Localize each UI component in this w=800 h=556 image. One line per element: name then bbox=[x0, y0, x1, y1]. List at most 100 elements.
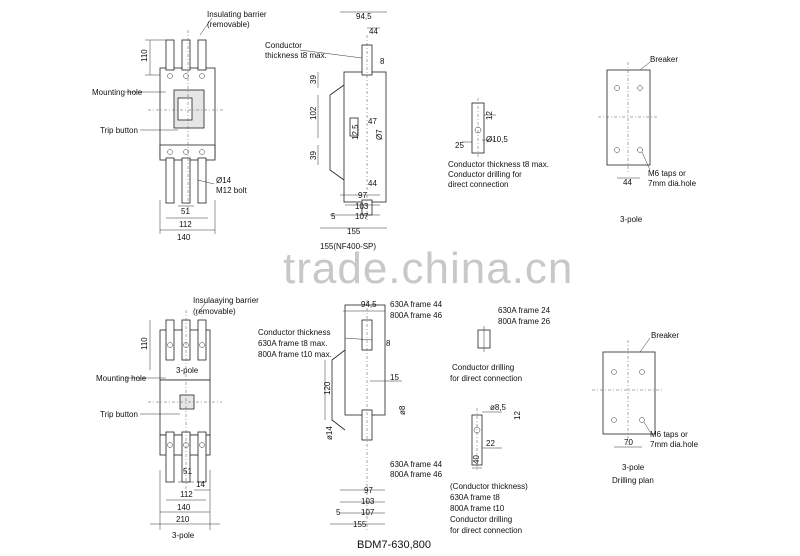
top-side-dim-44b: 44 bbox=[368, 179, 377, 188]
bottom-ct-head: (Conductor thickness) bbox=[450, 482, 528, 491]
bottom-m6-label: M6 taps or bbox=[650, 430, 688, 439]
top-side-dim-39a: 39 bbox=[309, 75, 318, 84]
top-side-dim-103: 103 bbox=[355, 202, 369, 211]
bottom-side-dim-107: 107 bbox=[361, 508, 375, 517]
bottom-terminal-630-24: 630A frame 24 bbox=[498, 306, 551, 315]
model-title: BDM7-630,800 bbox=[357, 539, 431, 551]
bottom-side-dim-155: 155 bbox=[353, 520, 367, 529]
bottom-trip-button-label: Trip button bbox=[100, 410, 138, 419]
top-side-dim-47: 47 bbox=[368, 117, 377, 126]
top-terminal-dim-12: 12 bbox=[485, 111, 494, 120]
top-terminal-dim-o10-5: Ø10,5 bbox=[486, 135, 508, 144]
bottom-side-dim-15: 15 bbox=[390, 373, 399, 382]
top-dim-m12: M12 bolt bbox=[216, 186, 247, 195]
bottom-conductor-thickness: Conductor thickness bbox=[258, 328, 330, 337]
top-m6-label: M6 taps or bbox=[648, 169, 686, 178]
bottom-terminal-ct-800: 800A frame t10 bbox=[450, 504, 505, 513]
bottom-side-dim-o8: ø8 bbox=[398, 405, 407, 415]
top-trip-button-label: Trip button bbox=[100, 126, 138, 135]
bottom-side-dim-5: 5 bbox=[336, 508, 341, 517]
bottom-hole-label: 7mm dia.hole bbox=[650, 440, 699, 449]
top-side-dim-5: 5 bbox=[331, 212, 336, 221]
top-drilling-plan bbox=[598, 61, 658, 179]
top-side-dim-8: 8 bbox=[380, 57, 385, 66]
top-side-caption: 155(NF400-SP) bbox=[320, 242, 376, 251]
top-side-dim-94-5: 94,5 bbox=[356, 12, 372, 21]
top-side-dim-102: 102 bbox=[309, 106, 318, 120]
top-side-dim-12-5: 12,5 bbox=[351, 124, 360, 140]
top-terminal-dim-25: 25 bbox=[455, 141, 464, 150]
bottom-terminal-drill-1: Conductor drilling bbox=[452, 363, 514, 372]
bottom-pole-label: 3-pole bbox=[622, 463, 645, 472]
top-side-dim-155: 155 bbox=[347, 227, 361, 236]
bottom-dim-210: 210 bbox=[176, 515, 190, 524]
top-hole-label: 7mm dia.hole bbox=[648, 179, 697, 188]
bottom-insulating-barrier-label: Insulaaying barrier bbox=[193, 296, 259, 305]
top-terminal-note-3: direct connection bbox=[448, 180, 508, 189]
bottom-pole-top-label: 3-pole bbox=[176, 366, 199, 375]
bottom-front-view bbox=[125, 301, 222, 530]
top-insulating-barrier-label: Insulating barrier bbox=[207, 10, 267, 19]
bottom-ct-800: 800A frame t10 max. bbox=[258, 350, 332, 359]
top-thickness-label: thickness t8 max. bbox=[265, 51, 327, 60]
top-front-view bbox=[125, 17, 225, 234]
bottom-ct-630: 630A frame t8 max. bbox=[258, 339, 327, 348]
bottom-removable-label: (removable) bbox=[193, 307, 236, 316]
top-side-dim-o7: Ø7 bbox=[375, 129, 384, 140]
bottom-drilling-plan bbox=[592, 337, 664, 448]
top-dim-o14: Ø14 bbox=[216, 176, 232, 185]
top-side-dim-107: 107 bbox=[355, 212, 369, 221]
bottom-dim-14: 14 bbox=[196, 480, 205, 489]
bottom-terminal-detail-lower bbox=[471, 408, 502, 470]
bottom-terminal-o8-5: ø8,5 bbox=[490, 403, 507, 412]
top-pole-label: 3-pole bbox=[620, 215, 643, 224]
top-side-view bbox=[299, 11, 387, 229]
top-terminal-note-2: Conductor drilling for bbox=[448, 170, 522, 179]
bottom-terminal-cd-2: for direct connection bbox=[450, 526, 522, 535]
top-dim-51: 51 bbox=[181, 207, 190, 216]
bottom-terminal-dim-22: 22 bbox=[486, 439, 495, 448]
bottom-dim-140: 140 bbox=[177, 503, 191, 512]
top-mounting-hole-label: Mounting hole bbox=[92, 88, 143, 97]
bottom-breaker-label: Breaker bbox=[651, 331, 679, 340]
bottom-terminal-dim-40: 40 bbox=[472, 455, 481, 464]
bottom-side-dim-94-5: 94,5 bbox=[361, 300, 377, 309]
bottom-mounting-hole-label: Mounting hole bbox=[96, 374, 147, 383]
bottom-side-630-44b: 630A frame 44 bbox=[390, 460, 443, 469]
bottom-pole-bottom-label: 3-pole bbox=[172, 531, 195, 540]
top-conductor-label: Conductor bbox=[265, 41, 302, 50]
bottom-side-800-46b: 800A frame 46 bbox=[390, 470, 443, 479]
top-side-dim-44: 44 bbox=[369, 27, 378, 36]
top-side-dim-39b: 39 bbox=[309, 151, 318, 160]
bottom-terminal-detail-upper bbox=[477, 326, 491, 352]
top-dim-112: 112 bbox=[179, 220, 192, 229]
bottom-terminal-dim-12: 12 bbox=[513, 411, 522, 420]
bottom-terminal-800-26: 800A frame 26 bbox=[498, 317, 551, 326]
top-removable-label: (removable) bbox=[207, 20, 250, 29]
bottom-drilling-plan-label: Drilling plan bbox=[612, 476, 654, 485]
top-drill-dim-44: 44 bbox=[623, 178, 632, 187]
watermark: trade.china.cn bbox=[283, 244, 573, 293]
bottom-side-630-44: 630A frame 44 bbox=[390, 300, 443, 309]
bottom-terminal-drill-2: for direct connection bbox=[450, 374, 522, 383]
bottom-side-view bbox=[324, 300, 402, 530]
top-terminal-detail bbox=[462, 98, 496, 158]
bottom-drill-dim-70: 70 bbox=[624, 438, 633, 447]
top-breaker-label: Breaker bbox=[650, 55, 678, 64]
bottom-side-dim-97: 97 bbox=[364, 486, 373, 495]
bottom-side-dim-103: 103 bbox=[361, 497, 375, 506]
top-dim-140: 140 bbox=[177, 233, 191, 242]
top-terminal-note-1: Conductor thickness t8 max. bbox=[448, 160, 549, 169]
bottom-dim-112: 112 bbox=[180, 490, 193, 499]
bottom-terminal-cd-1: Conductor drilling bbox=[450, 515, 512, 524]
bottom-side-dim-120: 120 bbox=[323, 381, 332, 395]
bottom-dim-110: 110 bbox=[140, 337, 149, 350]
bottom-side-800-46: 800A frame 46 bbox=[390, 311, 443, 320]
bottom-terminal-ct-630: 630A frame t8 bbox=[450, 493, 500, 502]
top-dim-110: 110 bbox=[140, 49, 149, 62]
bottom-side-dim-8: 8 bbox=[386, 339, 391, 348]
bottom-side-dim-o14: ø14 bbox=[325, 426, 334, 440]
bottom-dim-51: 51 bbox=[183, 467, 192, 476]
top-side-dim-97: 97 bbox=[358, 191, 367, 200]
